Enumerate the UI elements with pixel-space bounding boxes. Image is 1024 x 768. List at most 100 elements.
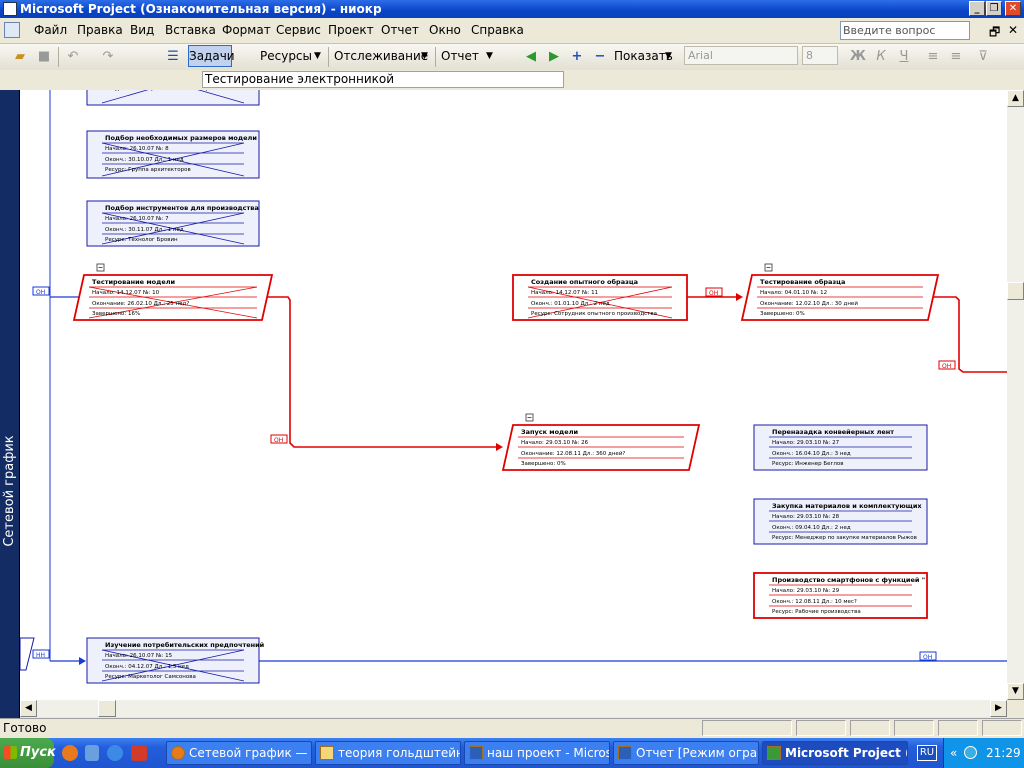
minimize-button[interactable]: _ bbox=[969, 1, 985, 16]
node-resource: Ресурс: Сотрудник опытного производства bbox=[531, 311, 657, 317]
task-list-icon[interactable]: ☰ bbox=[167, 49, 179, 64]
chevron-down-icon[interactable]: ▼ bbox=[314, 51, 321, 61]
node-start: Начало: 14.12.07 №: 10 bbox=[92, 290, 160, 296]
node-cross-line bbox=[101, 212, 245, 245]
menu-insert[interactable]: Вставка bbox=[165, 23, 216, 37]
node-title: Закупка материалов и комплектующих bbox=[772, 502, 922, 510]
arrow-left-icon[interactable]: ◀ bbox=[526, 49, 536, 64]
menu-edit[interactable]: Правка bbox=[77, 23, 123, 37]
language-indicator[interactable]: RU bbox=[917, 745, 937, 761]
node-title: Запуск модели bbox=[521, 428, 578, 436]
align-left-icon[interactable]: ≡ bbox=[927, 49, 939, 64]
scroll-down-button[interactable]: ▼ bbox=[1007, 683, 1024, 700]
help-question-input[interactable]: Введите вопрос bbox=[840, 21, 970, 40]
taskbar-item-folder[interactable]: теория гольдштейн bbox=[315, 741, 461, 765]
report-menu[interactable]: Отчет bbox=[441, 49, 479, 63]
font-size-select[interactable]: 8 bbox=[802, 46, 838, 65]
horizontal-scroll-thumb[interactable] bbox=[98, 700, 116, 717]
save-icon[interactable]: ■ bbox=[37, 49, 51, 64]
link-label-on-box bbox=[32, 286, 50, 296]
taskbar-item-network[interactable]: Сетевой график — B... bbox=[166, 741, 312, 765]
scroll-left-button[interactable]: ◀ bbox=[20, 700, 37, 717]
doc-close-button[interactable]: ✕ bbox=[1008, 23, 1019, 37]
view-label: Сетевой график bbox=[2, 435, 17, 547]
firefox-icon[interactable] bbox=[62, 745, 78, 761]
node-resource: Завершено: 0% bbox=[760, 311, 805, 317]
menu-format[interactable]: Формат bbox=[222, 23, 271, 37]
start-label: Пуск bbox=[20, 745, 56, 760]
bold-button[interactable]: Ж bbox=[850, 49, 866, 64]
redo-icon[interactable]: ↷ bbox=[102, 49, 114, 64]
toolbar-separator bbox=[435, 47, 436, 67]
scroll-up-button[interactable]: ▲ bbox=[1007, 90, 1024, 107]
start-button[interactable]: Пуск bbox=[0, 738, 56, 768]
arrow-icon bbox=[79, 657, 86, 665]
tracking-menu[interactable]: Отслеживание bbox=[334, 49, 429, 63]
resources-menu[interactable]: Ресурсы bbox=[260, 49, 313, 63]
font-name-select[interactable]: Arial bbox=[684, 46, 798, 65]
arrow-right-icon[interactable]: ▶ bbox=[549, 49, 559, 64]
node-cross-line bbox=[101, 142, 245, 177]
taskbar-item-label: наш проект - Microso... bbox=[487, 746, 609, 760]
document-icon[interactable] bbox=[4, 22, 20, 38]
minus-icon[interactable]: − bbox=[594, 49, 606, 64]
taskbar-item-msproject[interactable]: Microsoft Project (... bbox=[762, 741, 908, 765]
task-node bbox=[501, 424, 701, 471]
menu-file[interactable]: Файл bbox=[34, 23, 68, 37]
menu-project[interactable]: Проект bbox=[328, 23, 374, 37]
vertical-scroll-thumb[interactable] bbox=[1007, 282, 1024, 300]
task-node bbox=[753, 498, 928, 545]
status-panel bbox=[938, 720, 978, 736]
tasks-button[interactable]: Задачи bbox=[188, 45, 235, 67]
undo-icon[interactable]: ↶ bbox=[67, 49, 79, 64]
chevron-down-icon[interactable]: ▼ bbox=[486, 51, 493, 61]
quicklaunch-icon[interactable] bbox=[85, 745, 99, 761]
node-start: Начало: 29.03.10 №: 26 bbox=[521, 440, 589, 446]
ie-icon[interactable] bbox=[107, 745, 123, 761]
status-bar: Готово bbox=[0, 718, 1024, 739]
menu-view[interactable]: Вид bbox=[130, 23, 155, 37]
network-diagram: ОНННОНОНОНОНРесурс: Инженер по МИОКР Хам… bbox=[20, 90, 1007, 700]
node-finish: Оконч.: 12.08.11 Дл.: 10 мес? bbox=[772, 599, 857, 605]
close-button[interactable]: ✕ bbox=[1005, 1, 1021, 16]
opera-icon[interactable] bbox=[131, 745, 147, 761]
node-cross-line bbox=[88, 286, 258, 319]
taskbar-item-word-report[interactable]: Отчет [Режим огран... bbox=[613, 741, 759, 765]
network-icon[interactable] bbox=[964, 746, 977, 759]
align-center-icon[interactable]: ≡ bbox=[950, 49, 962, 64]
scroll-right-button[interactable]: ▶ bbox=[990, 700, 1007, 717]
open-icon[interactable]: ▰ bbox=[15, 49, 25, 64]
node-stub bbox=[20, 637, 35, 671]
menu-report[interactable]: Отчет bbox=[381, 23, 419, 37]
menu-window[interactable]: Окно bbox=[429, 23, 461, 37]
menu-help[interactable]: Справка bbox=[471, 23, 524, 37]
italic-button[interactable]: К bbox=[876, 49, 886, 64]
vertical-scrollbar[interactable]: ▲ ▼ bbox=[1007, 90, 1024, 700]
horizontal-scrollbar[interactable]: ◀ ▶ bbox=[20, 700, 1007, 717]
node-title: Изучение потребительских предпочтений bbox=[105, 641, 265, 649]
show-menu[interactable]: Показать bbox=[614, 49, 673, 63]
underline-button[interactable]: Ч bbox=[899, 49, 909, 64]
task-node bbox=[753, 424, 928, 471]
node-title: Производство смартфонов с функцией " bbox=[772, 576, 925, 584]
doc-restore-button[interactable]: 🗗 bbox=[989, 25, 1001, 39]
task-node bbox=[740, 274, 940, 321]
chevron-down-icon[interactable]: ▼ bbox=[665, 51, 672, 61]
title-bar: Microsoft Project (Ознакомительная верси… bbox=[0, 0, 1024, 18]
chevron-down-icon[interactable]: ▼ bbox=[421, 51, 428, 61]
taskbar-item-word-project[interactable]: наш проект - Microso... bbox=[464, 741, 610, 765]
plus-icon[interactable]: + bbox=[571, 49, 583, 64]
node-cross-line bbox=[101, 649, 245, 682]
node-title: Тестирование модели bbox=[92, 278, 176, 286]
task-node bbox=[753, 572, 928, 619]
taskbar-item-label: теория гольдштейн bbox=[338, 746, 461, 760]
toolbar: ▰ ■ ↶ ↷ ☰ Ресурсы ▼ Отслеживание ▼ Отчет… bbox=[0, 44, 1024, 71]
menu-tools[interactable]: Сервис bbox=[276, 23, 321, 37]
maximize-button[interactable]: ❐ bbox=[986, 1, 1002, 16]
filter-icon[interactable]: ⊽ bbox=[978, 49, 988, 64]
node-resource: Ресурс: Группа архитекторов bbox=[105, 167, 191, 173]
node-start: Начало: 29.03.10 №: 28 bbox=[772, 514, 840, 520]
task-node bbox=[86, 637, 260, 684]
task-name-field[interactable]: Тестирование электронникой bbox=[202, 71, 564, 88]
chevron-left-icon[interactable]: « bbox=[950, 746, 958, 760]
